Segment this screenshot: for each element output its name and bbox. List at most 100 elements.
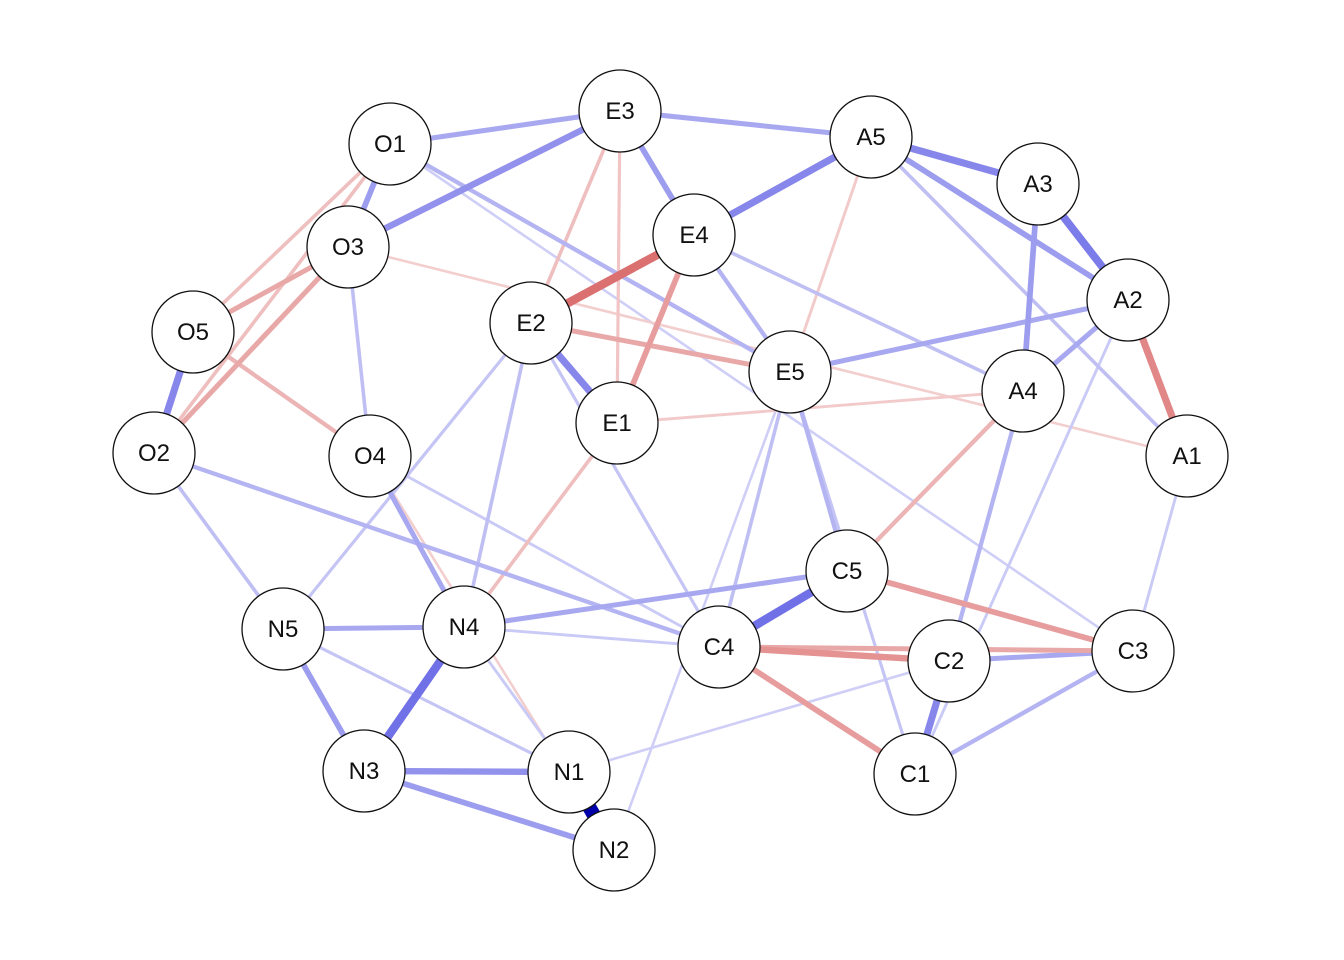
edge-E5-A2 xyxy=(789,297,1129,375)
edge-O4-C4 xyxy=(369,454,720,649)
edge-E5-C4 xyxy=(717,371,792,648)
node-label-o3: O3 xyxy=(332,234,364,261)
edge-A4-E1 xyxy=(616,389,1024,425)
edge-E3-E1 xyxy=(615,110,622,424)
node-a4: A4 xyxy=(981,349,1065,433)
edge-E4-A4 xyxy=(693,233,1024,393)
node-circle-o5 xyxy=(151,290,235,374)
node-n2: N2 xyxy=(572,808,656,892)
node-circle-c5 xyxy=(805,529,889,613)
node-label-a3: A3 xyxy=(1023,171,1052,198)
node-a2: A2 xyxy=(1086,258,1170,342)
node-circle-n4 xyxy=(422,585,506,669)
node-e3: E3 xyxy=(578,69,662,153)
edge-O1-O2 xyxy=(152,142,392,455)
node-circle-n5 xyxy=(241,587,325,671)
node-circle-o4 xyxy=(328,414,412,498)
edge-E2-C4 xyxy=(529,322,721,648)
node-circle-a4 xyxy=(981,349,1065,433)
node-e1: E1 xyxy=(575,381,659,465)
node-c1: C1 xyxy=(873,732,957,816)
node-circle-e1 xyxy=(575,381,659,465)
node-label-a5: A5 xyxy=(856,124,885,151)
node-label-e5: E5 xyxy=(775,359,804,386)
edge-C1-C3 xyxy=(913,649,1135,776)
node-label-a2: A2 xyxy=(1113,287,1142,314)
node-label-o5: O5 xyxy=(177,319,209,346)
node-circle-c1 xyxy=(873,732,957,816)
edge-A4-C2 xyxy=(946,390,1026,662)
edge-E2-N4 xyxy=(462,322,533,628)
node-label-o2: O2 xyxy=(138,440,170,467)
node-label-n4: N4 xyxy=(449,614,480,641)
node-label-e3: E3 xyxy=(605,98,634,125)
node-n1: N1 xyxy=(527,730,611,814)
node-circle-e3 xyxy=(578,69,662,153)
edge-E2-E5 xyxy=(530,320,791,375)
node-label-c1: C1 xyxy=(900,761,931,788)
edge-E3-O3 xyxy=(346,108,622,250)
edge-O2-C4 xyxy=(153,450,720,650)
node-n4: N4 xyxy=(422,585,506,669)
node-circle-n1 xyxy=(527,730,611,814)
node-e4: E4 xyxy=(652,193,736,277)
node-label-e1: E1 xyxy=(602,410,631,437)
node-circle-e2 xyxy=(489,281,573,365)
edge-E1-N4 xyxy=(462,421,619,629)
edge-O2-O3 xyxy=(152,245,350,455)
node-c5: C5 xyxy=(805,529,889,613)
node-o3: O3 xyxy=(306,205,390,289)
node-n3: N3 xyxy=(322,729,406,813)
edge-A2-A5 xyxy=(869,134,1130,303)
node-o2: O2 xyxy=(112,411,196,495)
node-circle-a5 xyxy=(829,95,913,179)
node-circle-o2 xyxy=(112,411,196,495)
edge-E2-N5 xyxy=(281,321,533,631)
node-label-c4: C4 xyxy=(704,634,735,661)
node-a5: A5 xyxy=(829,95,913,179)
node-label-o1: O1 xyxy=(374,131,406,158)
edge-C3-C5 xyxy=(846,568,1134,654)
node-circle-e4 xyxy=(652,193,736,277)
node-n5: N5 xyxy=(241,587,325,671)
node-label-n5: N5 xyxy=(268,616,299,643)
node-circle-o3 xyxy=(306,205,390,289)
node-label-a4: A4 xyxy=(1008,378,1037,405)
node-label-e4: E4 xyxy=(679,222,708,249)
node-label-e2: E2 xyxy=(516,310,545,337)
node-circle-n3 xyxy=(322,729,406,813)
node-circle-o1 xyxy=(348,102,432,186)
node-circle-c3 xyxy=(1091,609,1175,693)
node-c3: C3 xyxy=(1091,609,1175,693)
edge-A4-C5 xyxy=(845,389,1025,573)
node-o4: O4 xyxy=(328,414,412,498)
node-circle-a3 xyxy=(996,142,1080,226)
edge-N2-N3 xyxy=(363,768,615,853)
node-label-n2: N2 xyxy=(599,837,630,864)
node-circle-c2 xyxy=(907,619,991,703)
edge-N4-C4 xyxy=(463,625,720,649)
node-o1: O1 xyxy=(348,102,432,186)
node-o5: O5 xyxy=(151,290,235,374)
node-label-n3: N3 xyxy=(349,758,380,785)
node-circle-a1 xyxy=(1145,414,1229,498)
edge-N5-N1 xyxy=(282,627,570,774)
node-circle-n2 xyxy=(572,808,656,892)
node-circle-c4 xyxy=(677,605,761,689)
node-label-o4: O4 xyxy=(354,443,386,470)
node-label-n1: N1 xyxy=(554,759,585,786)
node-label-c2: C2 xyxy=(934,648,965,675)
node-a3: A3 xyxy=(996,142,1080,226)
node-label-c3: C3 xyxy=(1118,638,1149,665)
node-label-c5: C5 xyxy=(832,558,863,585)
node-e2: E2 xyxy=(489,281,573,365)
node-c4: C4 xyxy=(677,605,761,689)
node-e5: E5 xyxy=(748,330,832,414)
node-circle-e5 xyxy=(748,330,832,414)
edge-O1-E5 xyxy=(388,142,792,374)
node-circle-a2 xyxy=(1086,258,1170,342)
edge-C5-N4 xyxy=(463,568,848,630)
node-c2: C2 xyxy=(907,619,991,703)
